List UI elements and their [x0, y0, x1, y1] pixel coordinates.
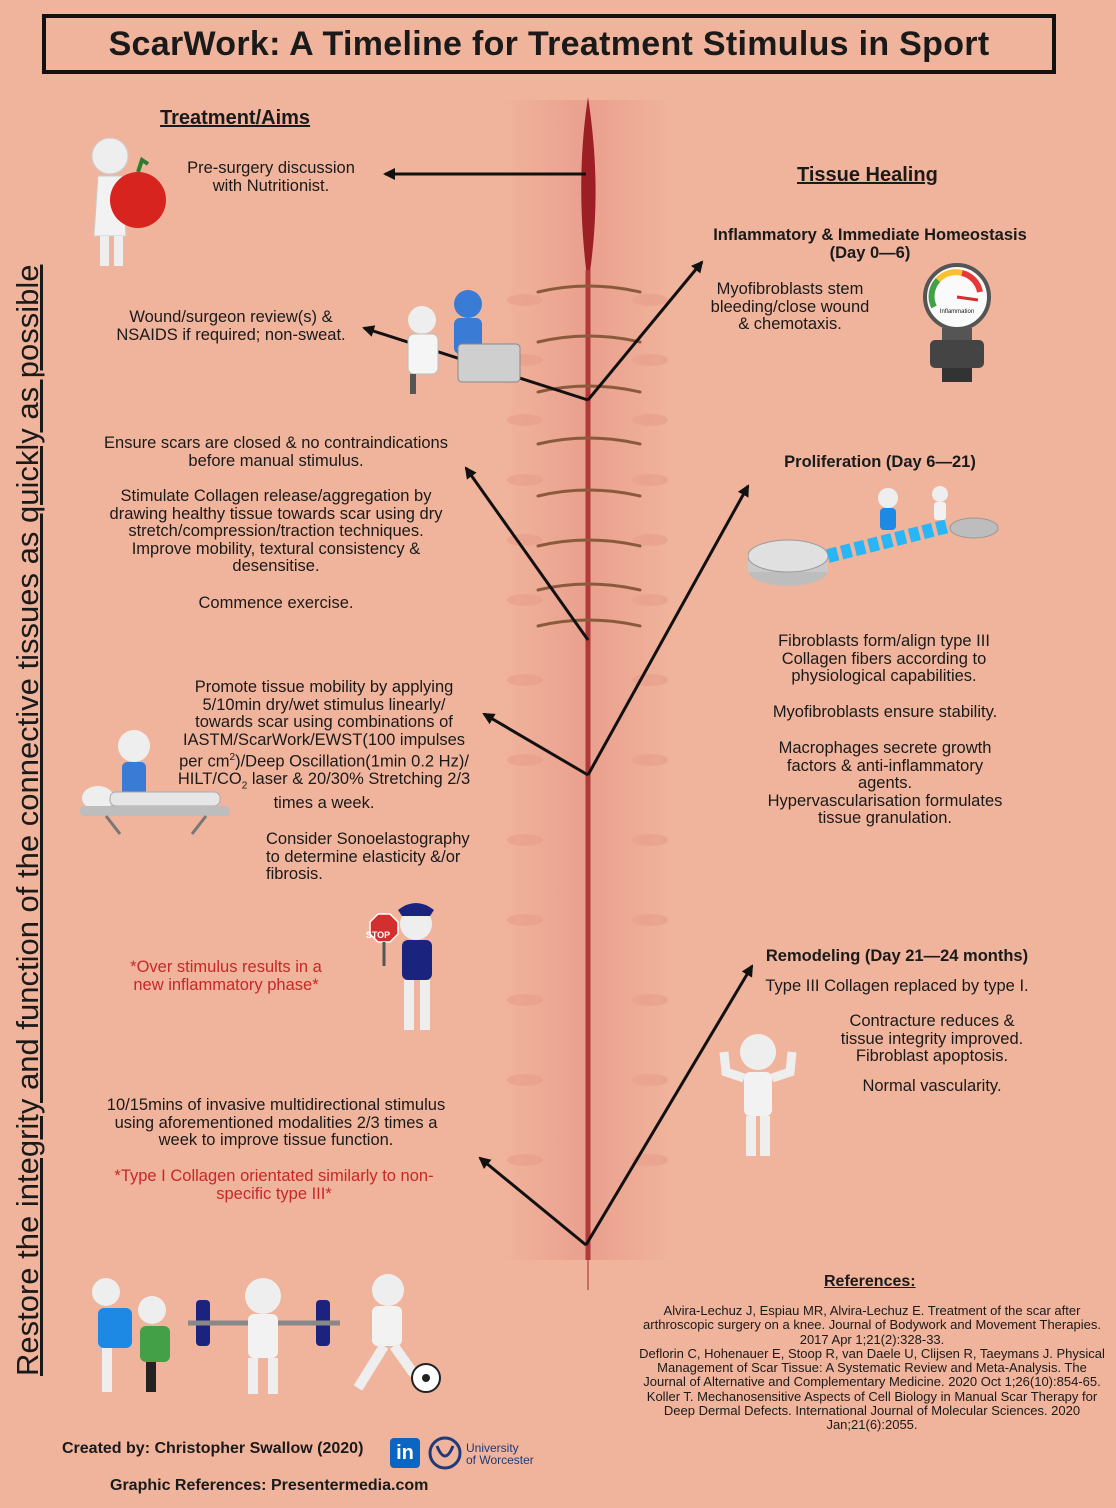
university-name: University of Worcester — [466, 1441, 534, 1467]
sutures — [536, 284, 642, 628]
over-stimulus-note: *Over stimulus results in a new inflamma… — [130, 958, 322, 994]
remodeling-phase-title: Remodeling (Day 21—24 months) — [765, 947, 1029, 965]
inflammatory-phase-text: Myofibroblasts stem bleeding/close wound… — [710, 280, 870, 334]
strong-figure-icon — [719, 1034, 797, 1156]
surgeon-review-figure-icon — [407, 290, 521, 394]
reference-item: Alvira-Lechuz J, Espiau MR, Alvira-Lechu… — [643, 1303, 1101, 1347]
proliferation-text-stability: Myofibroblasts ensure stability. — [772, 703, 998, 721]
sports-figures-icon — [92, 1274, 441, 1394]
invasive-stimulus-text: 10/15mins of invasive multidirectional s… — [106, 1096, 446, 1150]
proliferation-phase-title: Proliferation (Day 6—21) — [784, 453, 976, 471]
graphic-references: Graphic References: Presentermedia.com — [110, 1477, 429, 1494]
gauge-label: Inflammation — [939, 309, 975, 315]
nutritionist-figure-icon — [91, 137, 166, 266]
references-heading: References: — [824, 1273, 916, 1290]
skin-dimples — [507, 294, 668, 1166]
inflammation-gauge-icon — [923, 263, 991, 382]
tissue-healing-heading: Tissue Healing — [797, 164, 938, 186]
proliferation-text-macrophages: Macrophages secrete growth factors & ant… — [767, 739, 1003, 828]
inflammatory-phase-title: Inflammatory & Immediate Homeostasis (Da… — [713, 226, 1027, 262]
remodeling-text-collagen: Type III Collagen replaced by type I. — [765, 977, 1029, 995]
page-title: ScarWork: A Timeline for Treatment Stimu… — [42, 14, 1056, 74]
proliferation-puzzle-figure-icon — [748, 486, 999, 586]
promote-mobility-text: Promote tissue mobility by applying 5/10… — [177, 678, 471, 813]
reference-item: Deflorin C, Hohenauer E, Stoop R, van Da… — [639, 1345, 1105, 1390]
created-by: Created by: Christopher Swallow (2020) — [62, 1440, 364, 1457]
pre-surgery-text: Pre-surgery discussion with Nutritionist… — [187, 159, 355, 195]
ensure-closed-text: Ensure scars are closed & no contraindic… — [104, 434, 448, 470]
police-stop-figure-icon — [369, 903, 434, 1030]
type1-collagen-note: *Type I Collagen orientated similarly to… — [114, 1167, 434, 1203]
reference-item: Koller T. Mechanosensitive Aspects of Ce… — [646, 1388, 1098, 1433]
stop-sign-label: STOP — [365, 930, 391, 940]
stimulate-collagen-text: Stimulate Collagen release/aggregation b… — [109, 487, 443, 576]
proliferation-text-fibroblasts: Fibroblasts form/align type III Collagen… — [778, 632, 990, 686]
remodeling-text-vascularity: Normal vascularity. — [862, 1077, 1002, 1095]
open-wound — [581, 97, 596, 285]
commence-exercise-text: Commence exercise. — [198, 594, 354, 612]
remodeling-text-contracture: Contracture reduces & tissue integrity i… — [840, 1012, 1024, 1066]
university-logo-icon — [428, 1436, 462, 1470]
sonoelastography-text: Consider Sonoelastography to determine e… — [266, 830, 470, 884]
treatment-aims-heading: Treatment/Aims — [160, 107, 311, 129]
wound-review-text: Wound/surgeon review(s) & NSAIDS if requ… — [116, 308, 346, 344]
references-list: Alvira-Lechuz J, Espiau MR, Alvira-Lechu… — [636, 1303, 1108, 1433]
massage-table-figure-icon — [80, 730, 230, 835]
linkedin-icon[interactable]: in — [390, 1438, 420, 1468]
